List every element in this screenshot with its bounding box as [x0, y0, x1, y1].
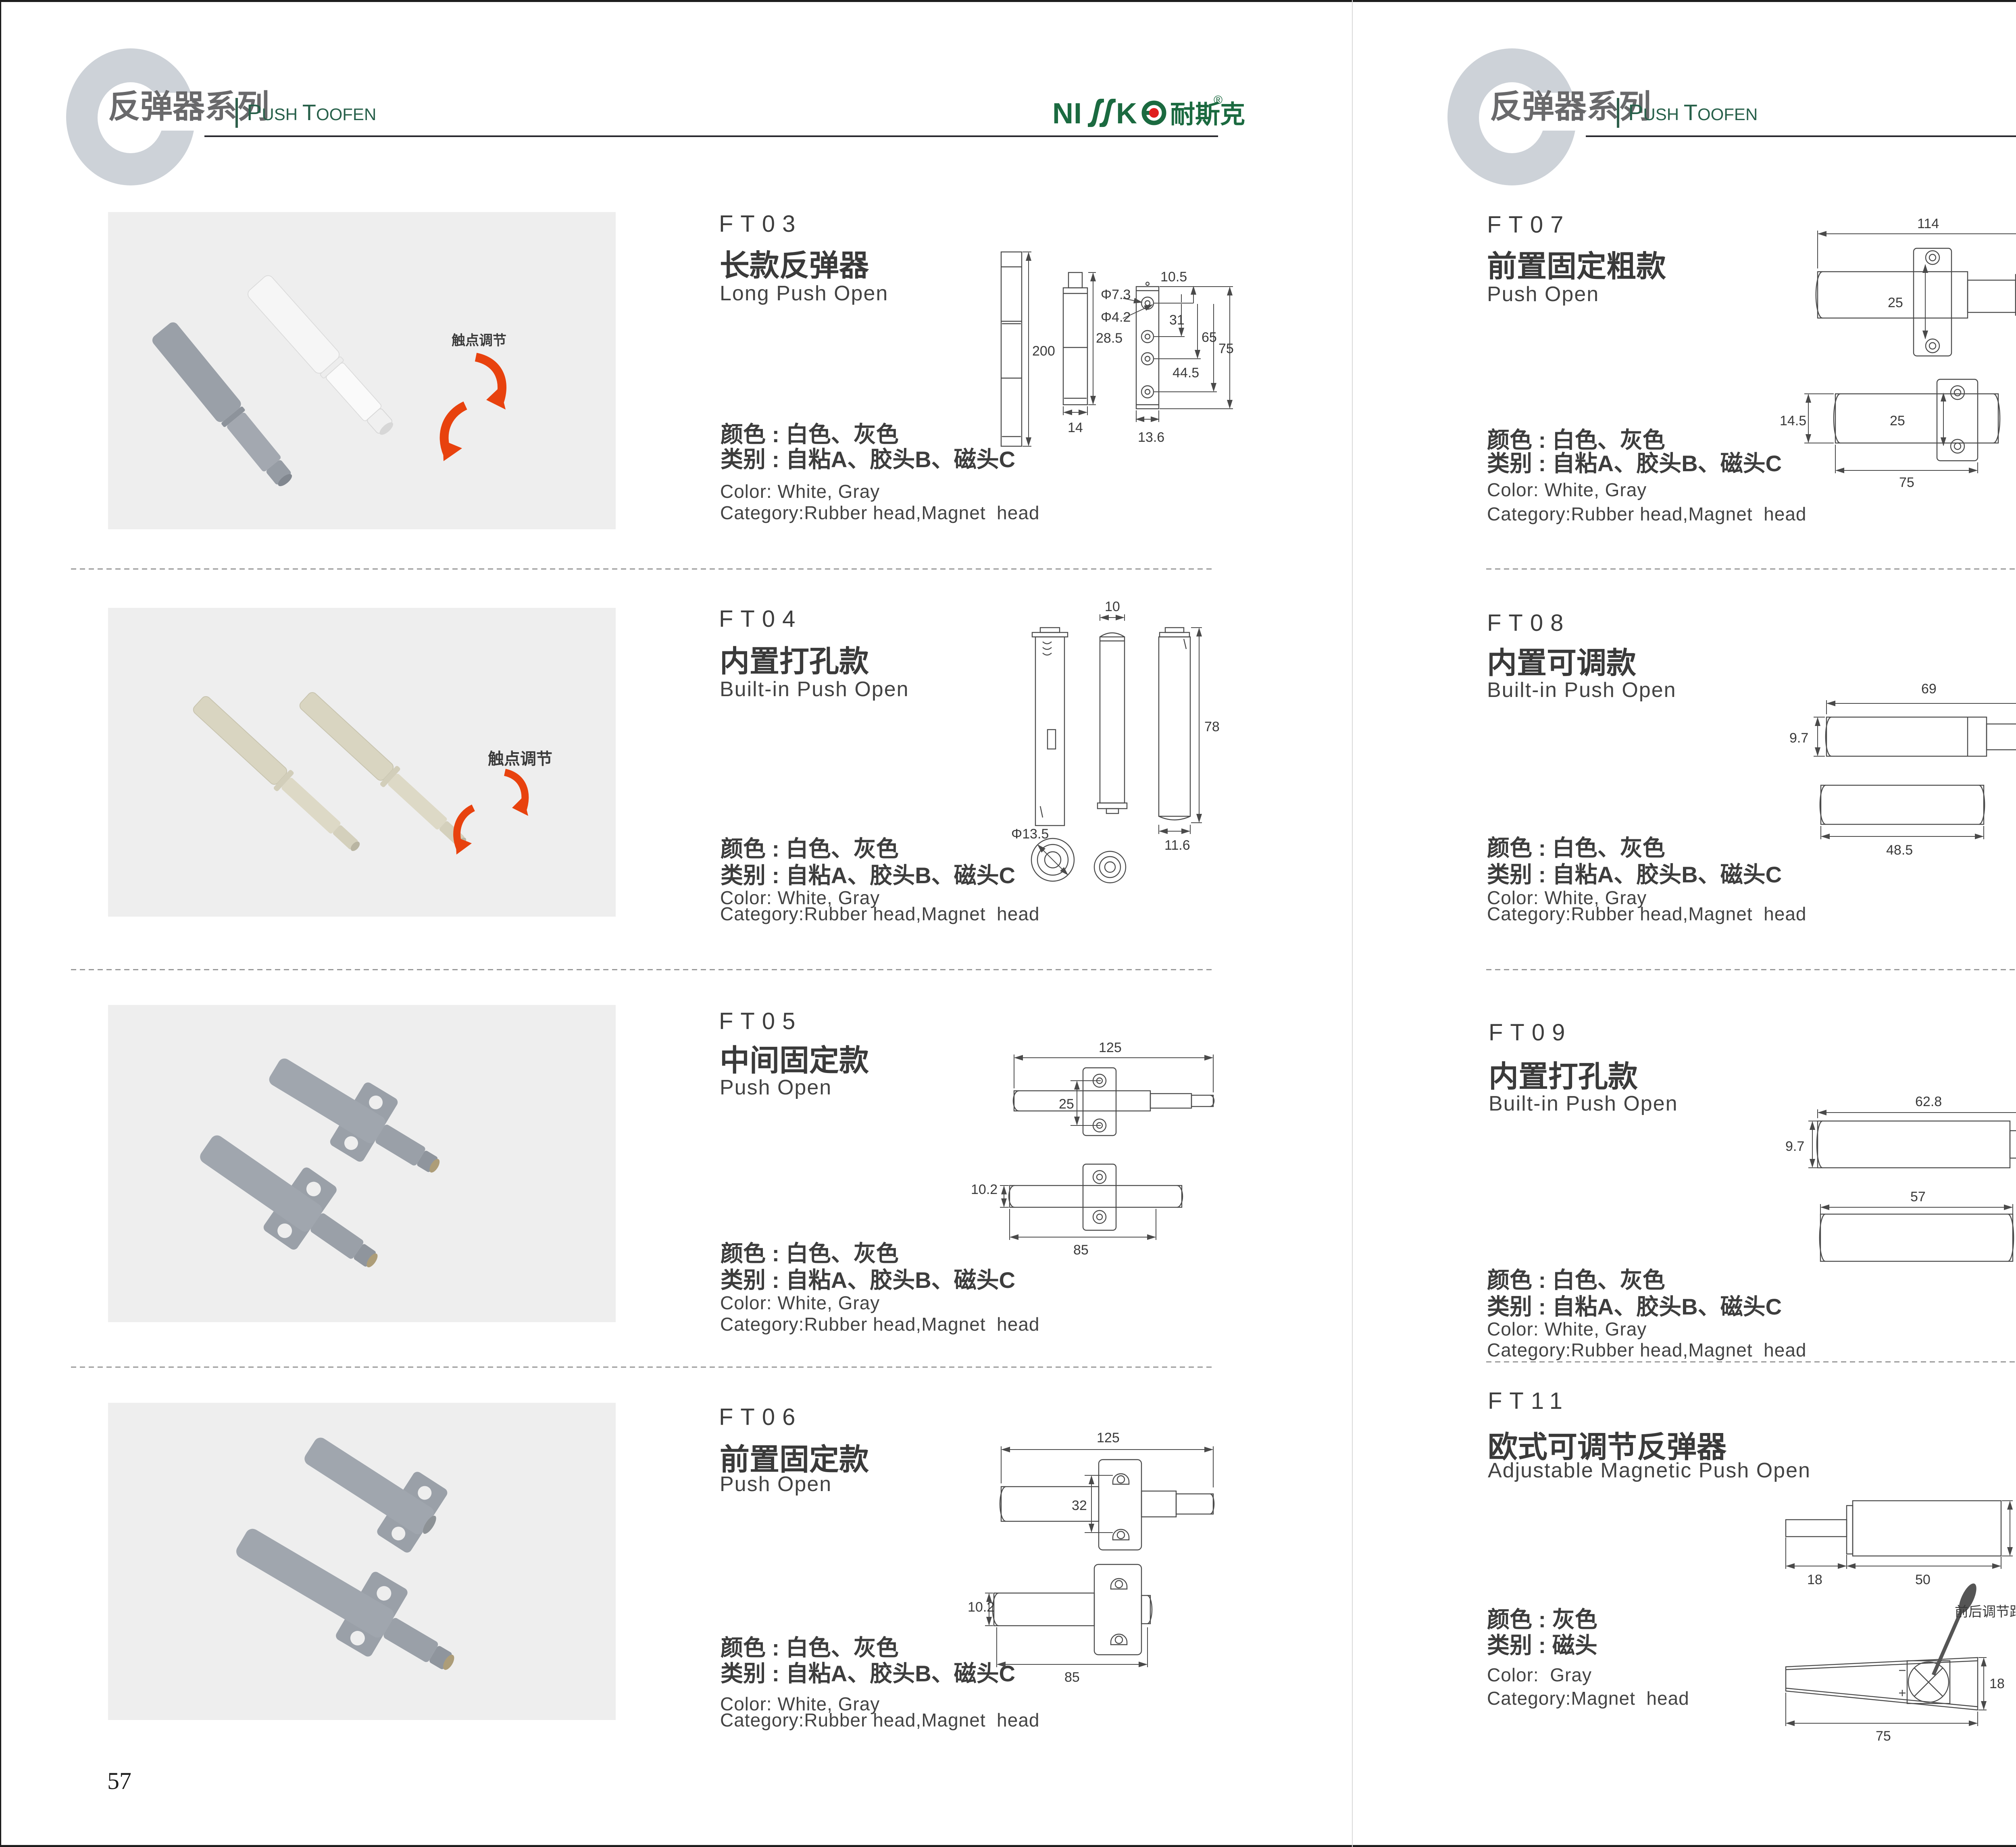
svg-text:18: 18 [1989, 1676, 2005, 1691]
svg-text:25: 25 [1059, 1096, 1074, 1112]
svg-text:28.5: 28.5 [1096, 331, 1123, 346]
svg-text:75: 75 [1876, 1728, 1891, 1744]
svg-text:75: 75 [1218, 341, 1234, 356]
svg-text:9.7: 9.7 [1785, 1139, 1804, 1154]
svg-text:69: 69 [1921, 681, 1937, 697]
svg-text:85: 85 [1073, 1242, 1089, 1258]
svg-text:31: 31 [1169, 312, 1185, 328]
svg-text:触点调节: 触点调节 [452, 333, 506, 348]
svg-text:10: 10 [2015, 1522, 2016, 1537]
svg-text:触点调节: 触点调节 [488, 750, 552, 768]
svg-text:Φ13.5: Φ13.5 [1011, 826, 1049, 842]
svg-text:Φ7.3: Φ7.3 [1101, 287, 1131, 302]
svg-text:75: 75 [1899, 475, 1914, 490]
svg-text:62.8: 62.8 [1915, 1094, 1942, 1109]
svg-text:®: ® [1214, 94, 1223, 107]
svg-text:耐斯克: 耐斯克 [1170, 101, 1245, 129]
svg-text:25: 25 [1890, 413, 1905, 428]
svg-text:K: K [1116, 98, 1137, 130]
svg-text:18: 18 [1807, 1572, 1822, 1587]
svg-text:25: 25 [1888, 295, 1903, 310]
svg-text:78: 78 [1204, 719, 1220, 734]
svg-text:9.7: 9.7 [1789, 730, 1808, 746]
svg-text:10.2: 10.2 [968, 1599, 994, 1615]
svg-text:50: 50 [1915, 1572, 1931, 1587]
svg-text:10.2: 10.2 [971, 1182, 998, 1197]
svg-text:65: 65 [1202, 330, 1217, 345]
svg-text:14.5: 14.5 [1780, 413, 1806, 428]
svg-text:200: 200 [1032, 343, 1055, 359]
svg-text:125: 125 [1099, 1040, 1122, 1055]
svg-text:前后调节距离6mm: 前后调节距离6mm [1955, 1604, 2016, 1620]
svg-text:32: 32 [1072, 1498, 1087, 1513]
svg-text:10: 10 [1105, 599, 1120, 614]
svg-text:11.6: 11.6 [1164, 838, 1190, 853]
svg-text:Φ4.2: Φ4.2 [1101, 310, 1131, 325]
svg-text:125: 125 [1097, 1430, 1120, 1446]
svg-text:10.5: 10.5 [1160, 269, 1187, 285]
svg-text:114: 114 [1917, 216, 1939, 231]
svg-text:13.6: 13.6 [1138, 430, 1164, 445]
svg-text:85: 85 [1064, 1670, 1080, 1685]
svg-text:57: 57 [1910, 1189, 1926, 1204]
svg-text:NI: NI [1052, 98, 1082, 130]
svg-text:14: 14 [1068, 420, 1083, 435]
svg-text:44.5: 44.5 [1173, 365, 1199, 381]
svg-text:48.5: 48.5 [1886, 842, 1913, 858]
